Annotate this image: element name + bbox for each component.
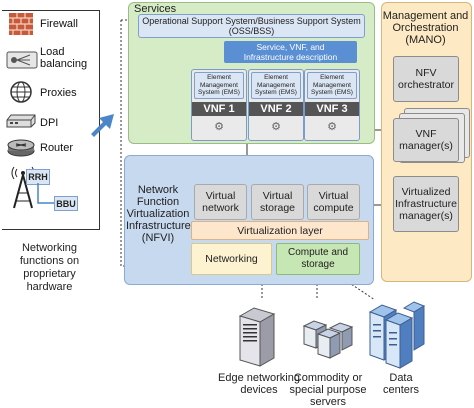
datacenter-label-line-1: Data	[389, 372, 413, 384]
virtual-network-line-2: network	[202, 202, 239, 214]
nfvi-title-line-2: Function	[136, 196, 180, 208]
vim-line-3: manager(s)	[399, 210, 453, 222]
gear-icon: ⚙	[214, 121, 224, 133]
devices-bracket	[2, 10, 100, 230]
nfvi-title-line-3: Virtualization	[126, 208, 190, 220]
vnf-column-2: Element Management System (EMS) VNF 2 ⚙	[248, 69, 304, 141]
ems-1-line-1: Element	[207, 74, 231, 82]
mano-title-line-2: Orchestration	[392, 22, 459, 34]
arrow-to-virtualization	[91, 114, 114, 137]
mano-title-line-1: Management and	[382, 10, 469, 22]
edge-devices-label: Edge networking devices	[214, 372, 304, 396]
ems-box-2: Element Management System (EMS)	[251, 72, 301, 99]
virtualization-layer: Virtualization layer	[191, 221, 369, 240]
rrh-label: RRH	[26, 169, 50, 185]
load-balancer-icon	[6, 51, 38, 69]
vnf-column-1: Element Management System (EMS) VNF 1 ⚙	[191, 69, 247, 141]
datacenter-icon	[368, 301, 426, 369]
description-line-2: Infrastructure description	[243, 52, 338, 62]
servers-label-line-1: Commodity or	[293, 372, 363, 384]
left-caption-line-1: Networking	[21, 242, 78, 254]
services-title: Services	[134, 3, 177, 15]
gear-icon: ⚙	[327, 121, 337, 133]
edge-label-line-2: devices	[240, 384, 278, 396]
oss-bss-box: Operational Support System/Business Supp…	[138, 14, 365, 38]
nfvi-title-line-4: Infrastructure	[126, 220, 191, 232]
mano-title-line-3: (MANO)	[405, 34, 446, 46]
virtual-storage-line-2: storage	[259, 202, 296, 214]
virtual-storage-box: Virtual storage	[251, 184, 304, 220]
gear-icon: ⚙	[271, 121, 281, 133]
ems-1-line-2: Management	[200, 81, 238, 89]
left-caption-line-4: hardware	[26, 281, 73, 293]
virtual-compute-line-1: Virtual	[318, 190, 349, 202]
servers-label-line-3: servers	[309, 396, 347, 408]
nfvi-title-line-1: Network	[137, 184, 179, 196]
oss-line-1: Operational Support System/Business Supp…	[142, 16, 361, 26]
virtual-compute-box: Virtual compute	[307, 184, 360, 220]
ems-box-3: Element Management System (EMS)	[307, 72, 357, 99]
virtual-network-box: Virtual network	[194, 184, 247, 220]
ems-3-line-3: System (EMS)	[311, 89, 353, 97]
device-label-load-balancing: Load balancing	[40, 46, 88, 70]
vim-line-2: Infrastructure	[395, 198, 457, 210]
vnf-1-label: VNF 1	[192, 102, 246, 116]
service-description-box: Service, VNF, and Infrastructure descrip…	[224, 41, 357, 63]
vnf-manager-line-1: VNF	[415, 128, 437, 140]
router-icon	[7, 139, 35, 157]
device-label-dpi: DPI	[40, 117, 59, 129]
nfv-orchestrator-box: NFV orchestrator	[393, 56, 459, 102]
vnf-column-3: Element Management System (EMS) VNF 3 ⚙	[304, 69, 360, 141]
compute-storage-line-1: Compute and	[287, 247, 349, 258]
ems-3-line-1: Element	[320, 74, 344, 82]
left-caption-line-3: proprietary	[23, 268, 76, 280]
oss-line-2: (OSS/BSS)	[228, 26, 275, 36]
device-label-proxies: Proxies	[40, 87, 77, 99]
ems-box-1: Element Management System (EMS)	[194, 72, 244, 99]
vnf-2-label: VNF 2	[249, 102, 303, 116]
ems-3-line-2: Management	[313, 81, 351, 89]
device-label-router: Router	[40, 142, 74, 154]
device-label-firewall: Firewall	[40, 18, 78, 30]
proxy-globe-icon	[10, 81, 32, 103]
edge-label-line-1: Edge networking	[218, 372, 300, 384]
description-line-1: Service, VNF, and	[256, 42, 325, 52]
virtual-network-line-1: Virtual	[205, 190, 236, 202]
vim-box: Virtualized Infrastructure manager(s)	[393, 176, 459, 232]
virtual-compute-line-2: compute	[313, 202, 354, 214]
vnf-3-label: VNF 3	[305, 102, 359, 116]
dpi-device-icon	[6, 114, 36, 128]
servers-label: Commodity or special purpose servers	[282, 372, 374, 408]
ems-2-line-2: Management	[257, 81, 295, 89]
datacenter-label-line-2: centers	[382, 384, 420, 396]
bbu-icon: BBU	[54, 196, 78, 211]
ems-1-line-3: System (EMS)	[198, 89, 240, 97]
nfv-orchestrator-line-1: NFV	[415, 67, 437, 79]
nfvi-title-line-5: (NFVI)	[141, 232, 175, 244]
servers-label-line-2: special purpose	[289, 384, 367, 396]
mano-title: Management and Orchestration (MANO)	[381, 10, 470, 46]
vim-line-1: Virtualized	[401, 186, 451, 198]
ems-2-line-3: System (EMS)	[255, 89, 297, 97]
virtual-storage-line-1: Virtual	[262, 190, 293, 202]
vnf-manager-line-2: manager(s)	[399, 140, 453, 152]
left-caption: Networking functions on proprietary hard…	[2, 242, 97, 294]
servers-icon	[302, 320, 354, 359]
nfv-orchestrator-line-2: orchestrator	[397, 79, 455, 91]
networking-box: Networking	[191, 243, 272, 275]
datacenters-label: Data centers	[376, 372, 426, 396]
nfvi-title: Network Function Virtualization Infrastr…	[126, 184, 191, 244]
edge-device-icon	[238, 307, 276, 367]
left-caption-line-2: functions on	[19, 255, 80, 267]
compute-storage-line-2: storage	[301, 259, 335, 270]
rrh-bbu-link	[37, 183, 54, 204]
ems-2-line-1: Element	[264, 74, 288, 82]
vnf-manager-box: VNF manager(s)	[393, 118, 459, 162]
compute-storage-box: Compute and storage	[276, 243, 360, 275]
firewall-icon	[9, 13, 33, 35]
